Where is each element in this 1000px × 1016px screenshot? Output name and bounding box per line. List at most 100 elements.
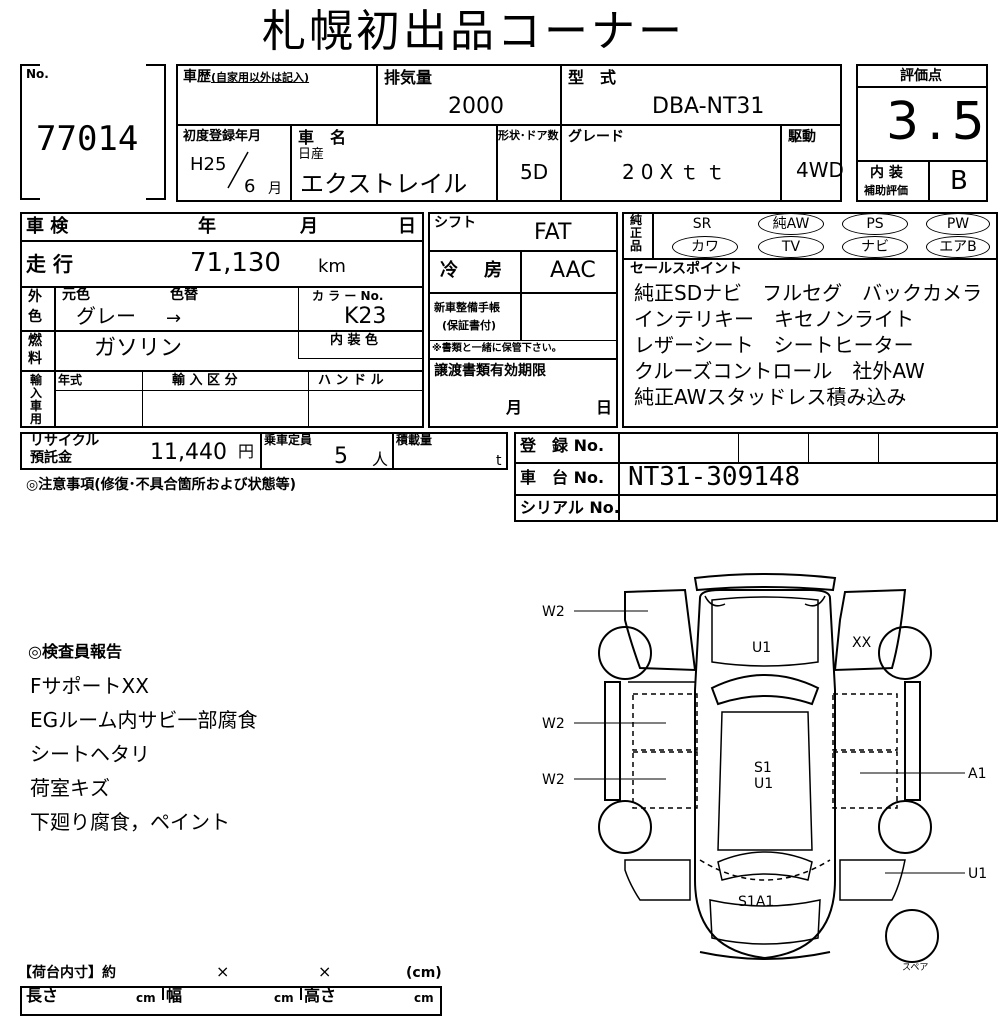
cargo-times-2: ×	[318, 962, 332, 981]
color-side-2: 色	[28, 309, 42, 325]
sales-table	[622, 212, 998, 428]
genuine-label-3: 品	[630, 239, 643, 253]
car-name-value: エクストレイル	[300, 170, 468, 198]
drive-value: 4WD	[796, 158, 844, 182]
inspection-month: 月	[300, 216, 318, 237]
import-label-2: 入	[30, 386, 43, 400]
fuel-value: ガソリン	[94, 336, 183, 361]
cargo-height-unit: cm	[414, 991, 434, 1005]
damage-mark: W2	[542, 772, 565, 788]
sales-points-label: セールスポイント	[630, 261, 742, 277]
option-navi: ナビ	[842, 236, 908, 258]
first-reg-era: H25	[190, 154, 227, 175]
recycle-unit: 円	[238, 442, 255, 461]
first-reg-month: 6	[244, 176, 256, 197]
color-side-1: 外	[28, 289, 42, 305]
fuel-label-1: 燃	[28, 333, 42, 349]
damage-mark: S1	[754, 760, 772, 776]
color-value: グレー	[76, 304, 136, 328]
genuine-label-1: 純	[630, 213, 643, 227]
inspector-line: 荷室キズ	[30, 776, 110, 800]
option-sr: SR	[692, 216, 712, 232]
import-label-3: 車	[30, 399, 43, 413]
genuine-label-2: 正	[630, 226, 643, 240]
sales-point-line: インテリキー キセノンライト	[634, 307, 914, 331]
option-genuine-aw: 純AW	[758, 213, 824, 235]
transfer-day: 日	[596, 398, 613, 417]
mileage-unit: km	[318, 256, 346, 277]
inspector-title: ◎検査員報告	[28, 642, 122, 661]
sales-point-line: クルーズコントロール 社外AW	[634, 359, 925, 383]
capacity-value: 5	[334, 444, 348, 469]
registration-no-label: 登 録 No.	[520, 436, 605, 455]
lot-label: No.	[26, 67, 49, 81]
option-ps: PS	[842, 213, 908, 235]
damage-mark: U1	[754, 776, 773, 792]
inspector-line: EGルーム内サビ一部腐食	[30, 708, 258, 732]
damage-mark: XX	[852, 635, 872, 651]
recycle-value: 11,440	[150, 440, 227, 465]
damage-mark: W2	[542, 604, 565, 620]
sales-point-line: レザーシート シートヒーター	[634, 333, 914, 357]
color-code-label: カ ラ ー No.	[312, 289, 384, 303]
cargo-length-label: 長さ	[26, 986, 59, 1005]
lot-number: 77014	[36, 119, 139, 159]
option-pw: PW	[926, 213, 990, 235]
capacity-label: 乗車定員	[264, 433, 313, 447]
option-leather: カワ	[672, 236, 738, 258]
sales-point-line: 純正AWスタッドレス積み込み	[634, 385, 907, 409]
lot-box: No. 77014	[20, 64, 166, 200]
mileage-value: 71,130	[190, 248, 281, 278]
cargo-table	[20, 986, 442, 1016]
first-reg-month-unit: 月	[268, 181, 282, 197]
warranty-note: ※書類と一緒に保管下さい。	[432, 343, 562, 354]
history-label: 車歴(自家用以外は記入)	[183, 70, 309, 84]
cargo-title: 【荷台内寸】約	[18, 965, 116, 981]
model-code-value: DBA-NT31	[652, 94, 765, 119]
inspector-line: FサポートXX	[30, 674, 149, 698]
page-title: 札幌初出品コーナー	[262, 6, 685, 57]
history-note: (自家用以外は記入)	[211, 71, 310, 84]
transfer-month: 月	[506, 398, 523, 417]
warranty-label-1: 新車整備手帳	[434, 301, 500, 314]
inspection-table	[20, 212, 424, 428]
damage-mark: W2	[542, 716, 565, 732]
grade-value: 20Xｔｔ	[622, 160, 732, 184]
capacity-unit: 人	[372, 450, 389, 469]
shift-label: シフト	[434, 215, 476, 231]
aircon-label: 冷 房	[440, 260, 506, 281]
option-airbag: エアB	[926, 236, 990, 258]
score-box	[856, 64, 988, 202]
inspection-day: 日	[398, 216, 416, 237]
load-unit: t	[496, 453, 502, 469]
option-tv: TV	[758, 236, 824, 258]
interior-color-label: 内 装 色	[330, 333, 379, 348]
chassis-no-value: NT31-309148	[628, 462, 801, 492]
transfer-label: 譲渡書類有効期限	[434, 363, 546, 379]
grade-label: グレード	[568, 129, 624, 145]
import-label-1: 輸	[30, 373, 43, 387]
car-name-label: 車 名	[298, 128, 347, 147]
interior-score: B	[950, 166, 968, 196]
score-label: 評価点	[900, 68, 942, 84]
sales-point-line: 純正SDナビ フルセグ バックカメラ	[634, 281, 983, 305]
color-change-label: 色替	[170, 287, 198, 303]
registration-table	[514, 432, 998, 522]
damage-mark: A1	[968, 766, 986, 782]
car-damage-diagram: W2 W2 W2 U1 XX S1 U1 A1 U1 S1A1 スペア	[542, 573, 987, 973]
import-label-4: 用	[30, 412, 43, 426]
cargo-height-label: 高さ	[304, 986, 337, 1005]
doors-label: 形状･ドア数	[498, 129, 559, 142]
orig-color-label: 元色	[62, 287, 90, 303]
doors-value: 5D	[520, 160, 549, 184]
color-code-value: K23	[344, 304, 387, 329]
equipment-table	[428, 212, 618, 428]
inspection-label: 車 検	[26, 216, 69, 237]
recycle-label-2: 預託金	[30, 450, 72, 466]
cargo-width-label: 幅	[166, 986, 183, 1005]
cargo-unit: (cm)	[406, 965, 442, 981]
serial-no-label: シリアル No.	[520, 498, 620, 517]
inspection-year: 年	[198, 216, 216, 237]
drive-label: 駆動	[788, 129, 816, 145]
chassis-no-label: 車 台 No.	[520, 468, 605, 487]
